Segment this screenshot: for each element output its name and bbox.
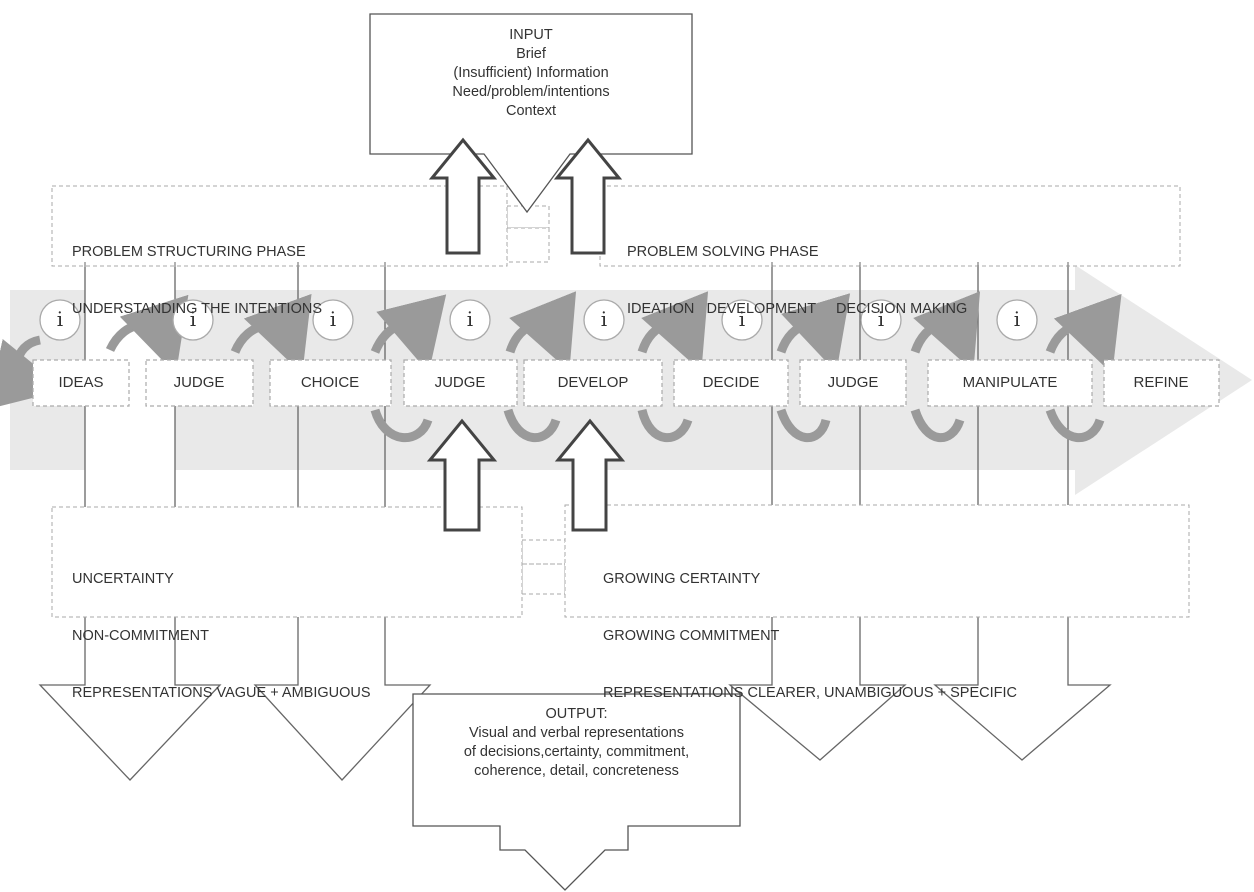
certainty-line-3: REPRESENTATIONS CLEARER, UNAMBIGUOUS + S… [603, 685, 1017, 701]
step-decide: DECIDE [702, 374, 760, 391]
up-arrow-top-left [428, 137, 498, 255]
input-line-5: Context [506, 103, 556, 119]
step-manipulate: MANIPULATE [962, 374, 1058, 391]
output-line-4: coherence, detail, concreteness [474, 763, 679, 779]
step-judge-1: JUDGE [173, 374, 225, 391]
uncertainty-line-2: NON-COMMITMENT [72, 628, 209, 644]
certainty-line-1: GROWING CERTAINTY [603, 571, 761, 587]
step-judge-2: JUDGE [434, 374, 486, 391]
up-arrow-mid-left [426, 418, 498, 532]
info-icon: i [329, 307, 337, 331]
info-icon: i [466, 307, 474, 331]
problem-solving-line-1: PROBLEM SOLVING PHASE [627, 244, 819, 260]
problem-solving-line-2: IDEATION DEVELOPMENT DECISION MAKING [627, 301, 968, 317]
uncertainty-line-3: REPRESENTATIONS VAGUE + AMBIGUOUS [72, 685, 371, 701]
problem-structuring-line-2: UNDERSTANDING THE INTENTIONS [72, 301, 323, 317]
info-icon: i [738, 307, 746, 331]
output-line-1: OUTPUT: [545, 706, 608, 722]
info-icon: i [600, 307, 608, 331]
state-link-1 [521, 539, 566, 565]
up-arrow-top-right [553, 137, 623, 255]
uncertainty-line-1: UNCERTAINTY [72, 571, 174, 587]
output-text: OUTPUT: Visual and verbal representation… [413, 705, 740, 781]
info-icon: i [1013, 307, 1021, 331]
step-judge-3: JUDGE [827, 374, 879, 391]
phase-link-2 [506, 227, 550, 263]
info-circles [39, 299, 1038, 341]
input-text: INPUT Brief (Insufficient) Information N… [370, 26, 692, 121]
output-line-2: Visual and verbal representations [469, 725, 684, 741]
step-develop: DEVELOP [557, 374, 629, 391]
problem-solving-label: PROBLEM SOLVING PHASE IDEATION DEVELOPME… [627, 205, 967, 338]
output-line-3: of decisions,certainty, commitment, [463, 744, 690, 760]
input-line-3: (Insufficient) Information [453, 65, 609, 81]
step-choice: CHOICE [300, 374, 360, 391]
down-arrow-left-2 [253, 267, 432, 781]
step-refine: REFINE [1133, 374, 1189, 391]
input-line-2: Brief [516, 46, 546, 62]
state-link-2 [521, 563, 566, 595]
input-box [369, 13, 693, 214]
info-icon: i [877, 307, 885, 331]
down-arrow-right-2 [933, 267, 1112, 761]
up-arrow-mid-right [554, 418, 626, 532]
input-line-1: INPUT [509, 27, 553, 43]
problem-structuring-label: PROBLEM STRUCTURING PHASE UNDERSTANDING … [72, 205, 322, 338]
uncertainty-label: UNCERTAINTY NON-COMMITMENT REPRESENTATIO… [72, 532, 371, 722]
loop-arrows [0, 291, 1122, 442]
output-box [412, 693, 741, 891]
info-icon: i [189, 307, 197, 331]
info-icon: i [56, 307, 64, 331]
step-boxes [32, 359, 1220, 407]
down-arrow-right-1 [728, 267, 907, 761]
step-ideas: IDEAS [58, 374, 104, 391]
certainty-line-2: GROWING COMMITMENT [603, 628, 780, 644]
problem-structuring-line-1: PROBLEM STRUCTURING PHASE [72, 244, 306, 260]
input-line-4: Need/problem/intentions [452, 84, 610, 100]
certainty-label: GROWING CERTAINTY GROWING COMMITMENT REP… [603, 532, 1017, 722]
